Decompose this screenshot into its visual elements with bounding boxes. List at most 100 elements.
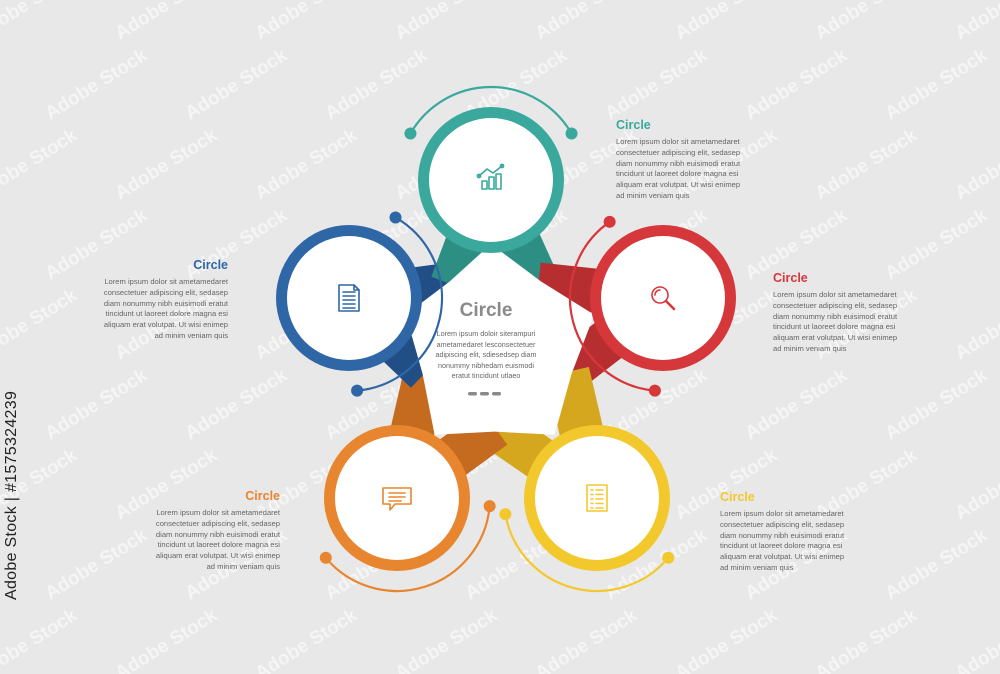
circle-face: [287, 236, 411, 360]
outer-arc: [324, 506, 491, 593]
step-1-line: ad minim veniam quis: [616, 190, 690, 200]
step-1-line: tincidunt ut laoreet dolore magna esi: [616, 169, 739, 179]
step-4-line: Lorem ipsum dolor sit ametamedaret: [156, 508, 280, 517]
watermark-text: Adobe Stock: [42, 45, 152, 125]
step-2-line: tincidunt ut laoreet dolore magna esi: [773, 322, 896, 332]
arc-end-dot: [499, 508, 512, 521]
step-2-text: Circle Lorem ipsum dolor sit ametamedare…: [773, 271, 913, 355]
step-3-line: ad minim veniam quis: [720, 562, 794, 572]
step-3-line: tincidunt ut laoreet dolore magna esi: [720, 541, 843, 551]
step-3-circle: [524, 425, 670, 571]
bar-chart-icon: [476, 163, 505, 190]
watermark-text: Adobe Stock: [0, 605, 81, 674]
arc-end-dot: [603, 215, 616, 228]
step-2-line: Lorem ipsum dolor sit ametamedaret: [773, 290, 897, 299]
center-star: [405, 244, 595, 435]
arc-end-dot: [662, 551, 675, 564]
watermark-text: Adobe Stock: [952, 605, 1000, 674]
watermark-text: Adobe Stock: [392, 0, 502, 44]
step-5-line: ad minim veniam quis: [154, 330, 228, 340]
watermark-text: Adobe Stock: [952, 0, 1000, 44]
watermark-text: Adobe Stock: [532, 605, 642, 674]
watermark-text: Adobe Stock: [252, 0, 362, 44]
arc-end-dot: [648, 384, 661, 397]
step-1-text: Circle Lorem ipsum dolor sit ametamedare…: [616, 118, 756, 202]
step-4-line: diam nonummy nibh euisimodi eratut: [155, 529, 280, 539]
step-3-line: diam nonummy nibh euisimodi eratut: [720, 530, 845, 540]
watermark-text: Adobe Stock: [0, 125, 81, 205]
chat-bubble-icon: [382, 487, 412, 511]
center-line: nonummy nibhedam euismodi: [438, 360, 534, 370]
step-1-line: aliquam erat volutpat. Ut wisi enimep: [616, 180, 741, 190]
step-4-text: Circle Lorem ipsum dolor sit ametamedare…: [138, 489, 280, 573]
step-4-circle: [324, 425, 470, 571]
watermark-text: Adobe Stock: [182, 365, 292, 445]
step-5-circle: [276, 225, 422, 371]
step-4-line: aliquam erat volutpat. Ut wisi enimep: [155, 551, 280, 561]
watermark-text: Adobe Stock: [672, 0, 782, 44]
circle-face: [429, 118, 553, 242]
arc-end-dot: [565, 127, 578, 140]
step-2-circle: [590, 225, 736, 371]
watermark-text: Adobe Stock: [0, 285, 81, 365]
watermark-text: Adobe Stock: [882, 525, 992, 605]
step-2-line: diam nonummy nibh euisimodi eratut: [773, 311, 898, 321]
circle-face: [535, 436, 659, 560]
outer-arc: [409, 85, 573, 135]
center-line: adipiscing elit, sdiesedsep diam: [435, 350, 537, 360]
circle-face: [601, 236, 725, 360]
step-5-text: Circle Lorem ipsum dolor sit ametamedare…: [86, 258, 228, 342]
step-5-line: consectetuer adipiscing elit, sedasep: [103, 287, 228, 297]
watermark-text: Adobe Stock: [252, 125, 362, 205]
step-1-circle: [418, 107, 564, 253]
outer-arc: [357, 216, 444, 392]
step-2-line: ad minim veniam quis: [773, 343, 847, 353]
watermark-text: Adobe Stock: [322, 45, 432, 125]
center-title: Circle: [459, 300, 513, 321]
watermark-text: Adobe Stock: [882, 365, 992, 445]
step-4-line: ad minim veniam quis: [206, 561, 280, 571]
watermark-text: Adobe Stock: [952, 125, 1000, 205]
center-text: Circle Lorem ipsum doloir siterampuri am…: [418, 300, 554, 403]
watermark-text: Adobe Stock: [812, 0, 922, 44]
watermark-text: Adobe Stock: [742, 365, 852, 445]
step-4-title: Circle: [245, 489, 280, 503]
step-5-line: tincidunt ut laoreet dolore magna esi: [105, 309, 228, 319]
watermark-text: Adobe Stock: [602, 45, 712, 125]
watermark-text: Adobe Stock: [0, 0, 81, 44]
center-line: Lorem ipsum doloir siterampuri: [436, 329, 536, 338]
arc-end-dot: [483, 500, 496, 513]
watermark-text: Adobe Stock: [742, 45, 852, 125]
step-5-line: aliquam erat volutpat. Ut wisi enimep: [103, 320, 228, 330]
watermark-text: Adobe Stock: [952, 445, 1000, 525]
watermark-text: Adobe Stock: [42, 525, 152, 605]
step-1-title: Circle: [616, 118, 651, 132]
step-3-line: Lorem ipsum dolor sit ametamedaret: [720, 509, 844, 518]
search-icon: [651, 286, 676, 311]
step-2-line: consectetuer adipiscing elit, sedasep: [773, 300, 898, 310]
step-3-line: consectetuer adipiscing elit, sedasep: [720, 519, 845, 529]
center-dash-icon: [468, 391, 501, 396]
watermark-text: Adobe Stock: [112, 125, 222, 205]
watermark-text: Adobe Stock: [882, 45, 992, 125]
watermark-text: Adobe Stock: [532, 0, 642, 44]
step-5-line: diam nonummy nibh euisimodi eratut: [103, 298, 228, 308]
watermark-text: Adobe Stock: [952, 285, 1000, 365]
watermark-text: Adobe Stock: [112, 605, 222, 674]
arc-end-dot: [404, 127, 417, 140]
step-2-title: Circle: [773, 271, 808, 285]
watermark-text: Adobe Stock: [112, 0, 222, 44]
watermark-text: Adobe Stock: [182, 45, 292, 125]
arc-end-dot: [319, 551, 332, 564]
watermark-text: Adobe Stock: [812, 125, 922, 205]
step-1-line: diam nonummy nibh euisimodi eratut: [616, 158, 741, 168]
step-5-title: Circle: [193, 258, 228, 272]
outer-arcs: [319, 85, 675, 593]
step-3-text: Circle Lorem ipsum dolor sit ametamedare…: [720, 490, 860, 574]
arc-end-dot: [351, 384, 364, 397]
watermark-text: Adobe Stock: [812, 605, 922, 674]
step-3-title: Circle: [720, 490, 755, 504]
step-5-line: Lorem ipsum dolor sit ametamedaret: [104, 277, 228, 286]
